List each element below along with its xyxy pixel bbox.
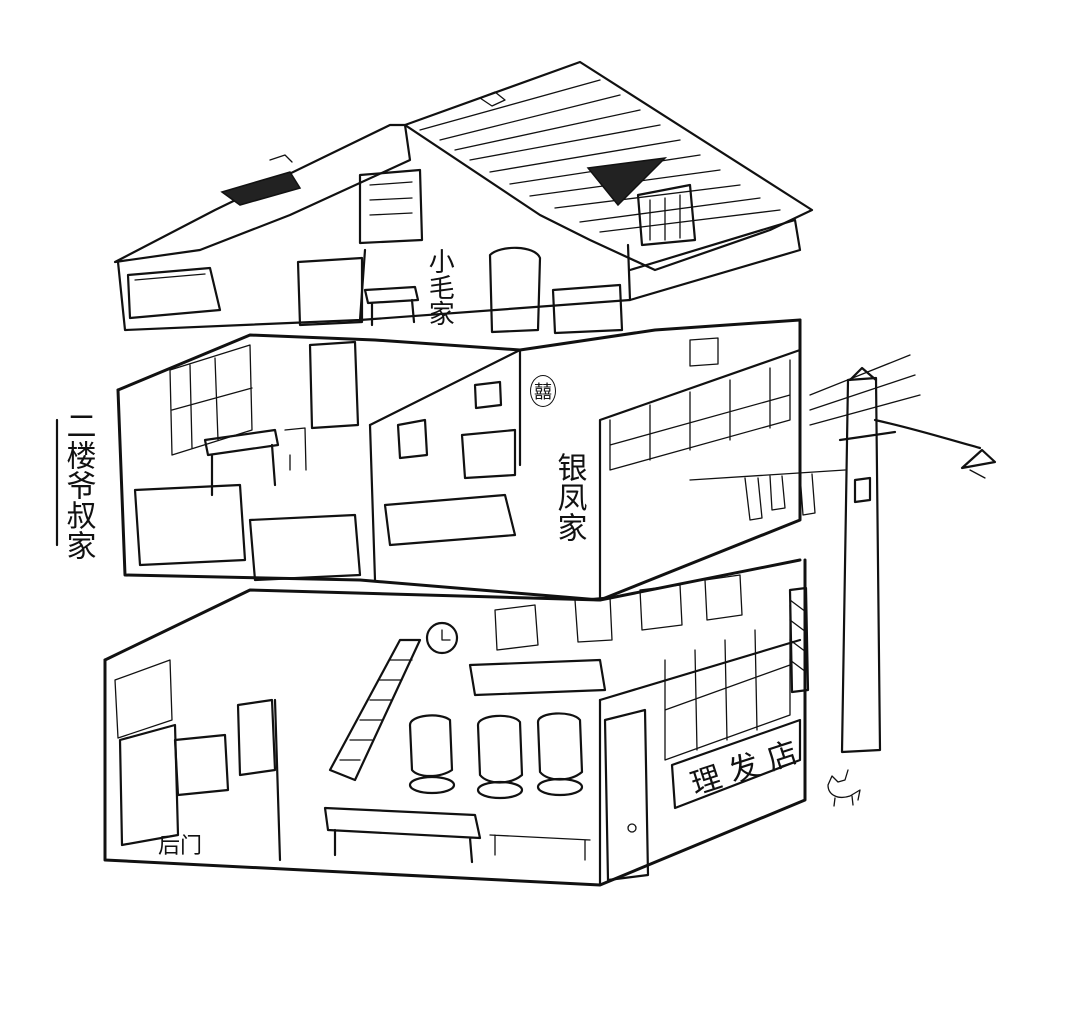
label-xiaomao-home: 小毛家 (424, 248, 455, 326)
attic-floor (113, 60, 814, 335)
barber-chairs (408, 712, 584, 800)
label-back-door: 后门 (158, 834, 203, 859)
middle-floor (116, 318, 802, 602)
cat-sketch (827, 769, 861, 807)
label-mirror-character: 囍 (530, 375, 556, 407)
label-second-floor-uncle: 二楼爷叔家 (60, 410, 96, 560)
utility-pole (689, 354, 997, 754)
label-yinfeng-home: 银凤家 (551, 452, 587, 542)
ground-floor (103, 558, 810, 887)
